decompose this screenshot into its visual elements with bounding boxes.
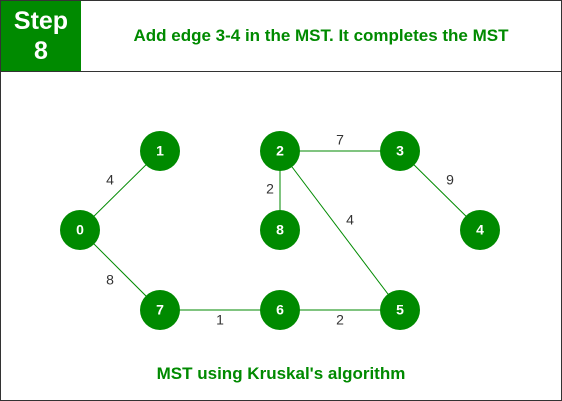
- node-circle-0: [60, 210, 100, 250]
- edge-weight-2-3: 7: [336, 132, 344, 148]
- node-label-4: 4: [476, 222, 484, 238]
- node-label-6: 6: [276, 302, 284, 318]
- edge-weight-0-1: 4: [106, 172, 114, 188]
- node-label-5: 5: [396, 302, 404, 318]
- node-circle-2: [260, 131, 300, 171]
- node-circle-5: [380, 290, 420, 330]
- node-1: 1: [140, 131, 180, 171]
- step-number: 8: [34, 37, 48, 65]
- node-circle-4: [460, 210, 500, 250]
- nodes-layer: 0 1 2 3 4 5 6 7 8: [60, 131, 500, 330]
- node-8: 8: [260, 210, 300, 250]
- edge-weight-0-7: 8: [106, 272, 114, 288]
- node-label-0: 0: [76, 222, 84, 238]
- edge-weight-7-6: 1: [216, 312, 224, 328]
- node-5: 5: [380, 290, 420, 330]
- diagram-caption: MST using Kruskal's algorithm: [156, 364, 406, 383]
- node-0: 0: [60, 210, 100, 250]
- node-label-3: 3: [396, 143, 404, 159]
- node-7: 7: [140, 290, 180, 330]
- node-circle-7: [140, 290, 180, 330]
- node-label-2: 2: [276, 143, 284, 159]
- node-label-1: 1: [156, 143, 164, 159]
- header-bar: Step 8 Add edge 3-4 in the MST. It compl…: [1, 1, 561, 72]
- node-4: 4: [460, 210, 500, 250]
- node-circle-6: [260, 290, 300, 330]
- edge-weight-2-8: 2: [266, 181, 274, 197]
- step-description: Add edge 3-4 in the MST. It completes th…: [133, 26, 509, 45]
- node-circle-8: [260, 210, 300, 250]
- node-label-8: 8: [276, 222, 284, 238]
- edge-weight-3-4: 9: [446, 172, 454, 188]
- node-circle-1: [140, 131, 180, 171]
- node-label-7: 7: [156, 302, 164, 318]
- node-3: 3: [380, 131, 420, 171]
- node-6: 6: [260, 290, 300, 330]
- edge-2-5: [279, 150, 401, 311]
- edge-weight-2-5: 4: [346, 212, 354, 228]
- step-word: Step: [13, 7, 69, 35]
- node-2: 2: [260, 131, 300, 171]
- step-badge: Step 8: [1, 1, 81, 71]
- node-circle-3: [380, 131, 420, 171]
- edge-weight-6-5: 2: [336, 312, 344, 328]
